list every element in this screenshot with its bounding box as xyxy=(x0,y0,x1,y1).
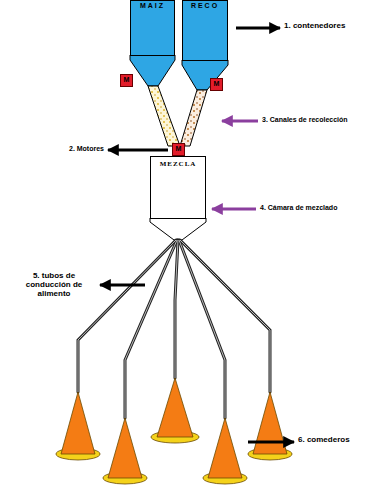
callout-label: 5. tubos de conducción de alimento xyxy=(10,272,98,298)
motor-box: M xyxy=(172,143,185,156)
container: MAIZ xyxy=(130,0,175,56)
node-text: M xyxy=(214,80,220,90)
callout-label: 4. Cámara de mezclado xyxy=(260,204,337,212)
node-text: MEZCLA xyxy=(160,161,197,218)
callout-label: 3. Canales de recolección xyxy=(262,116,348,124)
motor-box: M xyxy=(210,78,223,91)
callout-label: 6. comederos xyxy=(298,436,350,445)
container: RECO xyxy=(182,0,228,61)
motor-box: M xyxy=(120,74,133,87)
callout-label: 2. Motores xyxy=(69,145,104,153)
mixing-chamber: MEZCLA xyxy=(150,156,206,219)
node-text: MAIZ xyxy=(140,2,165,55)
node-text: M xyxy=(176,145,182,155)
node-text: M xyxy=(124,76,130,86)
callout-label: 1. contenedores xyxy=(284,22,345,31)
node-text: RECO xyxy=(191,2,219,60)
